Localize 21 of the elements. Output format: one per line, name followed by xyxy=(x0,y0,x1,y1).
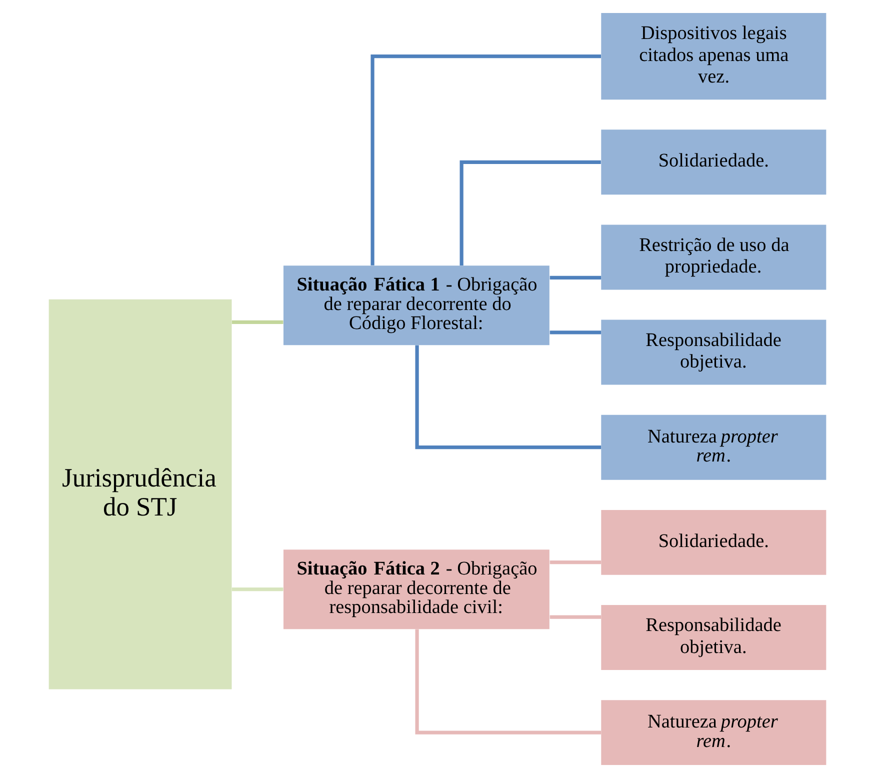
connector xyxy=(550,615,602,619)
node-box: Solidariedade. xyxy=(601,510,826,575)
connector xyxy=(460,160,601,266)
node-box: Jurisprudência do STJ xyxy=(48,299,232,690)
node-box: Natureza propter rem. xyxy=(601,414,826,480)
node-box: Responsabilidade objetiva. xyxy=(601,320,826,385)
node-box: Natureza propter rem. xyxy=(601,700,826,766)
connector xyxy=(370,54,602,266)
node-box: Dispositivos legais citados apenas uma vez. xyxy=(601,12,826,100)
connector xyxy=(550,330,602,334)
connector xyxy=(232,320,284,324)
node-box: Responsabilidade objetiva. xyxy=(601,605,826,670)
node-box: Solidariedade. xyxy=(601,130,826,195)
connector xyxy=(550,276,602,280)
connector xyxy=(415,345,602,450)
connector xyxy=(415,629,602,734)
connector xyxy=(550,560,602,564)
node-box: Situação Fática 2 - Obrigação de reparar decorrente de responsabilidade civil: xyxy=(283,550,550,630)
connector xyxy=(232,588,284,592)
node-box: Restrição de uso da propriedade. xyxy=(601,224,826,290)
node-box: Situação Fática 1 - Obrigação de reparar decorrente do Código Florestal: xyxy=(283,266,550,346)
